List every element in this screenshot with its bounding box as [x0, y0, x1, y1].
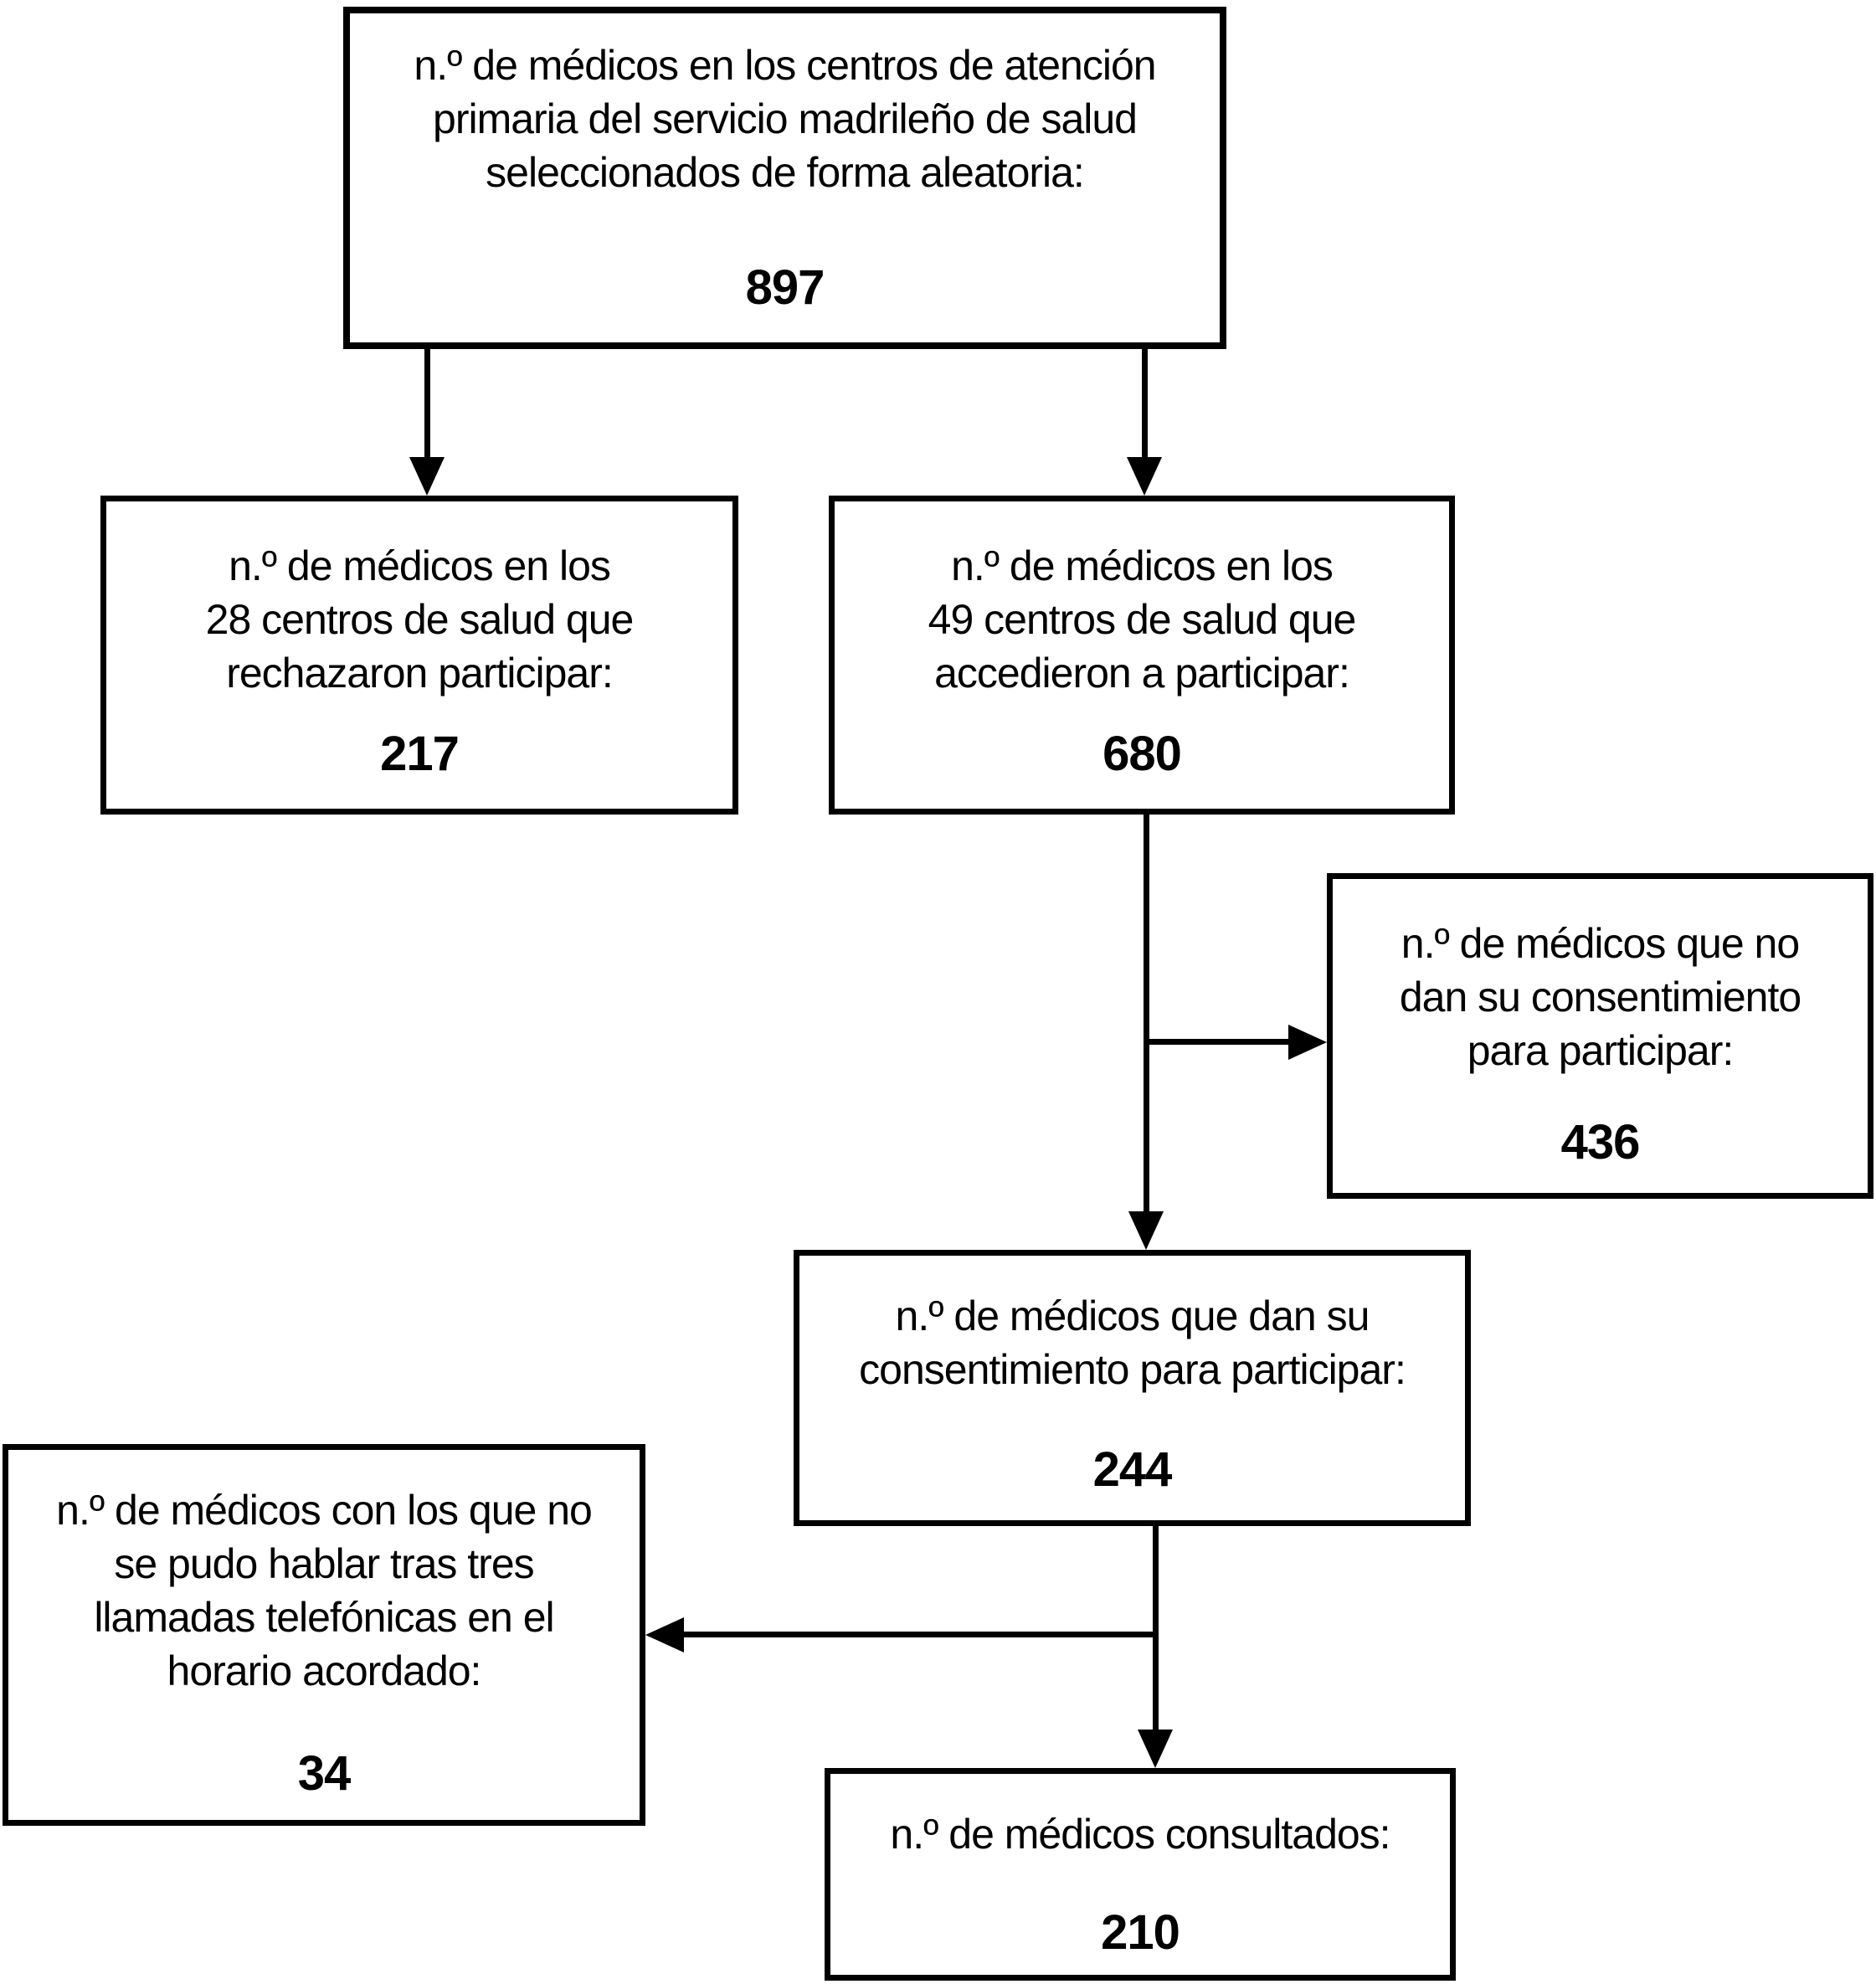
- arrow-right-icon: [1288, 1025, 1327, 1060]
- connector-branch-to-no-consent: [1145, 1039, 1294, 1045]
- box-no-consent-label: n.º de médicos que no dan su consentimie…: [1399, 920, 1801, 1074]
- box-consent: n.º de médicos que dan su consentimiento…: [794, 1250, 1471, 1526]
- box-consulted-label: n.º de médicos consultados:: [890, 1811, 1390, 1858]
- connector-total-to-accepted: [1142, 348, 1148, 460]
- connector-consent-to-consulted: [1153, 1525, 1159, 1730]
- box-total-doctors: n.º de médicos en los centros de atenció…: [343, 7, 1226, 349]
- connector-total-to-rejected: [424, 348, 430, 460]
- box-centers-rejected: n.º de médicos en los 28 centros de salu…: [100, 496, 738, 815]
- box-total-value: 897: [745, 260, 825, 315]
- box-centers-accepted-value: 680: [1102, 727, 1182, 781]
- box-consent-label: n.º de médicos que dan su consentimiento…: [859, 1293, 1406, 1393]
- arrow-down-icon: [1127, 457, 1162, 496]
- box-centers-rejected-value: 217: [380, 727, 460, 781]
- arrow-left-icon: [645, 1617, 684, 1652]
- box-consulted-value: 210: [1101, 1905, 1180, 1960]
- box-no-consent: n.º de médicos que no dan su consentimie…: [1327, 873, 1873, 1199]
- box-no-contact-value: 34: [297, 1746, 352, 1801]
- box-centers-accepted: n.º de médicos en los 49 centros de salu…: [829, 496, 1455, 815]
- box-centers-accepted-label: n.º de médicos en los 49 centros de salu…: [928, 542, 1357, 696]
- arrow-down-icon: [1128, 1211, 1164, 1250]
- box-no-contact-label: n.º de médicos con los que no se pudo ha…: [56, 1487, 593, 1694]
- connector-branch-to-no-contact: [682, 1632, 1159, 1637]
- box-consent-value: 244: [1092, 1442, 1173, 1497]
- box-no-consent-value: 436: [1560, 1115, 1641, 1169]
- arrow-down-icon: [1138, 1730, 1173, 1768]
- box-total-label: n.º de médicos en los centros de atenció…: [414, 42, 1156, 196]
- box-consulted: n.º de médicos consultados: 210: [825, 1768, 1456, 1981]
- arrow-down-icon: [409, 457, 445, 496]
- connector-accepted-to-consent: [1144, 815, 1149, 1215]
- box-centers-rejected-label: n.º de médicos en los 28 centros de salu…: [205, 542, 635, 696]
- box-no-contact: n.º de médicos con los que no se pudo ha…: [3, 1444, 645, 1826]
